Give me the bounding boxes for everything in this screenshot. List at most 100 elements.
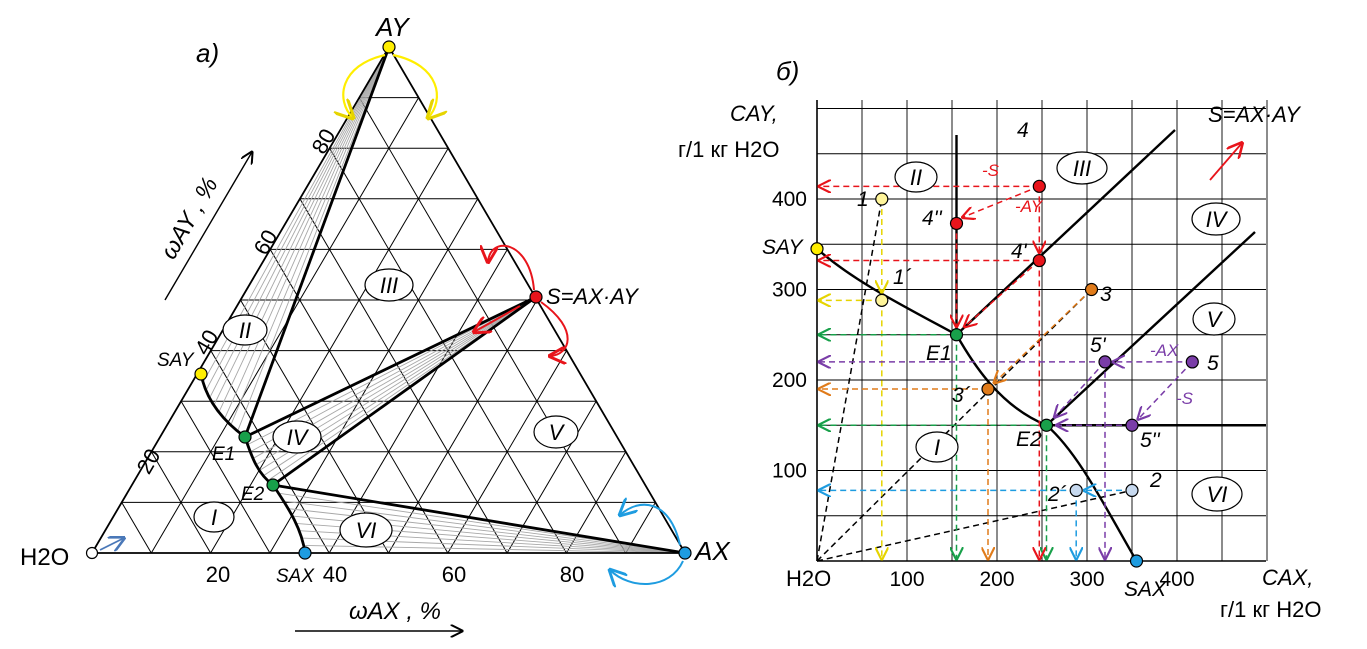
point-label-5: 5 [1207,352,1219,375]
left-axis-tick-80: 80 [307,124,341,158]
region-v-ellipse-b [1192,302,1236,336]
region-ii-ellipse-b [894,161,938,193]
left-axis-tick-20: 20 [132,444,166,478]
data-point [1125,418,1139,432]
boundary-e2-diagonal [1045,231,1256,427]
data-point [981,382,995,396]
arrow-label-minus-ay: -AY [1015,197,1044,216]
region-i-label-b: I [934,435,940,460]
panel-label-a: а) [196,38,219,68]
line-ay-e1 [243,46,391,438]
x-axis-title-line1: CAX, [1262,565,1313,590]
region-v-label: V [549,420,566,445]
y-tick-label: 400 [772,188,807,211]
compound-label-s: S=AX·AY [546,284,639,309]
arrow-4p-to-e1 [965,259,1040,327]
point-label-5pp: 5'' [1140,429,1161,452]
y-axis-title-line1: CAY, [730,101,778,126]
region-vi-ellipse-b [1191,476,1243,512]
y-tick-label: 200 [772,369,807,392]
point-ax [678,546,692,560]
line-s-e2 [272,295,537,487]
cartesian-regions [894,151,1243,512]
point-ay [382,40,396,54]
data-point [810,242,824,256]
region-iii-label-b: III [1073,156,1091,181]
boundary-say-e1 [816,247,958,336]
arrow-5p-to-e2 [1055,361,1106,417]
point-h2o [85,546,99,560]
yellow-arc-arrow-right [392,53,437,118]
point-label-e2-left: E2 [241,484,265,505]
h2o-arrow [99,538,124,550]
tie-line [283,500,686,554]
data-point [949,328,964,342]
point-label-say: SAY [762,236,804,259]
data-point [1069,483,1083,498]
grid-line [210,350,330,554]
grid-line [269,249,449,554]
grid-line [388,299,538,554]
grid-line [506,400,597,554]
region-iv-label: IV [287,425,310,450]
point-label-4: 4 [1017,119,1029,142]
point-label-4pp: 4'' [922,207,943,230]
ray-origin-1 [816,198,883,562]
point-label-say-left: SAY [157,350,195,371]
tie-line [218,46,390,413]
region-i-label: I [211,505,217,530]
data-point [1032,253,1046,268]
region-v-ellipse [533,415,579,449]
compound-label-s-b: S=AX·AY [1208,102,1301,127]
tie-line [224,46,390,420]
point-label-e2: E2 [1016,428,1042,451]
point-sax [298,546,312,560]
region-ii-label: II [239,318,251,343]
point-label-2p: 2´ [1047,483,1067,506]
x-tick-label: 300 [1069,568,1104,591]
x-axis-title-line2: г/1 кг H2O [1220,597,1321,622]
point-label-sax-left: SAX [276,566,315,587]
triangle-grid [121,97,656,554]
region-i-ellipse-b [915,431,959,463]
origin-label-h2o: H2O [786,566,831,591]
data-point [1129,554,1144,568]
boundary-e2-sax [1045,424,1138,562]
bottom-axis-tick-20: 20 [206,562,230,587]
region-iii-label: III [380,273,398,298]
vertex-label-ay: AY [374,12,410,42]
region-iv-ellipse [272,420,322,454]
point-label-1: 1 [857,188,869,211]
left-axis-direction-arrow [164,152,252,301]
x-tick-label: 400 [1159,568,1194,591]
data-point [1032,179,1046,193]
region-vi-label: VI [356,518,377,543]
point-s [529,290,543,304]
data-point [1125,483,1139,498]
point-e2 [266,478,280,492]
blue-arc-arrow-top [620,505,681,546]
arrow-5-to-5pp [1138,361,1193,419]
bottom-axis-title: ωAX , % [349,598,441,625]
curve-say-e1 [199,373,246,439]
panel-label-b: б) [776,56,799,86]
cartesian-points [810,179,1199,568]
arrow-4-to-4pp [963,185,1040,217]
arrow-label-minus-s-purple: -S [1176,389,1194,408]
data-point [1039,418,1054,432]
region-iii-ellipse [364,268,414,302]
point-label-4p: 4' [1011,240,1028,263]
data-point [949,216,964,231]
x-tick-label: 200 [979,568,1014,591]
vertex-label-h2o: H2O [20,544,69,571]
point-label-3: 3 [1100,283,1112,306]
arrow-label-minus-s-red: -S [982,161,1000,180]
tie-line [213,46,390,406]
data-point [1084,282,1099,297]
blue-arc-arrow-bottom [610,560,684,584]
point-label-5p: 5' [1090,334,1107,357]
region-iv-label-b: IV [1206,207,1229,232]
